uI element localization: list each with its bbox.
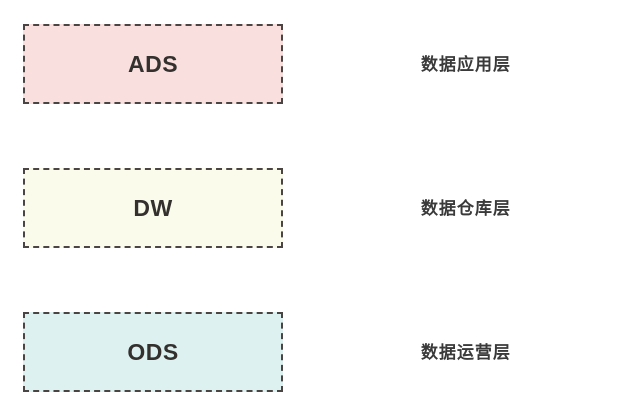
- layer-row-ads: ADS 数据应用层: [0, 24, 623, 104]
- layer-row-dw: DW 数据仓库层: [0, 168, 623, 248]
- layer-box-label-ads: ADS: [127, 50, 179, 77]
- layer-caption-dw: 数据仓库层: [421, 168, 511, 248]
- layer-caption-text-ods: 数据运营层: [421, 342, 511, 362]
- layer-caption-text-dw: 数据仓库层: [421, 198, 511, 218]
- layer-caption-ads: 数据应用层: [421, 24, 511, 104]
- layer-caption-text-ads: 数据应用层: [421, 54, 511, 74]
- layer-box-label-ods: ODS: [127, 338, 179, 365]
- layer-caption-ods: 数据运营层: [421, 312, 511, 392]
- layer-row-ods: ODS 数据运营层: [0, 312, 623, 392]
- layer-box-ods[interactable]: ODS: [23, 312, 283, 392]
- layer-box-label-dw: DW: [133, 194, 173, 221]
- layer-box-dw[interactable]: DW: [23, 168, 283, 248]
- layer-box-ads[interactable]: ADS: [23, 24, 283, 104]
